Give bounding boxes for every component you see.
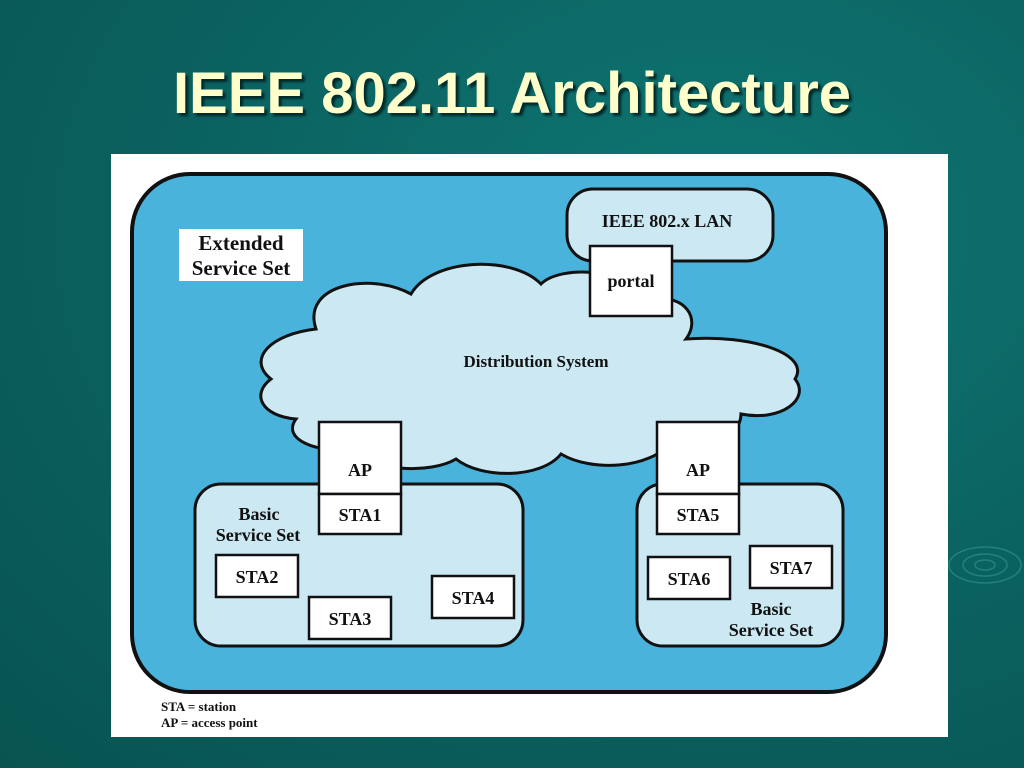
sta6-label: STA6	[668, 569, 711, 589]
ripple-decoration	[948, 546, 1022, 584]
sta5-label: STA5	[677, 505, 720, 525]
bss-right-label-line2: Service Set	[729, 620, 813, 640]
sta4-label: STA4	[452, 588, 495, 608]
ess-label-bg	[179, 229, 303, 281]
bss-left-label-line1: Basic	[238, 504, 279, 524]
legend-line1: STA = station	[161, 699, 237, 714]
sta4-box	[430, 574, 516, 620]
ap-right-label: AP	[686, 460, 710, 480]
bss-right-label-line1: Basic	[750, 599, 791, 619]
ess-label-line1: Extended	[198, 231, 284, 255]
lan-label: IEEE 802.x LAN	[602, 211, 733, 231]
bss-left-label-line2: Service Set	[216, 525, 300, 545]
sta1-label: STA1	[339, 505, 382, 525]
architecture-diagram: Extended Service Set IEEE 802.x LAN Dist…	[130, 172, 888, 730]
distribution-system-label: Distribution System	[464, 352, 609, 371]
portal-label: portal	[608, 271, 655, 291]
ess-label-line2: Service Set	[192, 256, 291, 280]
sta5-box	[655, 492, 741, 536]
ap-left-label: AP	[348, 460, 372, 480]
sta1-box	[317, 492, 403, 536]
legend-line2: AP = access point	[161, 715, 258, 730]
ap-left-box	[317, 420, 403, 496]
sta2-box	[214, 553, 300, 599]
sta3-box	[307, 595, 393, 641]
slide-title: IEEE 802.11 Architecture	[172, 61, 852, 126]
architecture-figure: Extended Service Set IEEE 802.x LAN Dist…	[111, 154, 948, 737]
sta7-box	[748, 544, 834, 590]
sta2-label: STA2	[236, 567, 279, 587]
sta6-box	[646, 555, 732, 601]
sta7-label: STA7	[770, 558, 813, 578]
portal-box	[588, 244, 674, 318]
ap-right-box	[655, 420, 741, 496]
sta3-label: STA3	[329, 609, 372, 629]
